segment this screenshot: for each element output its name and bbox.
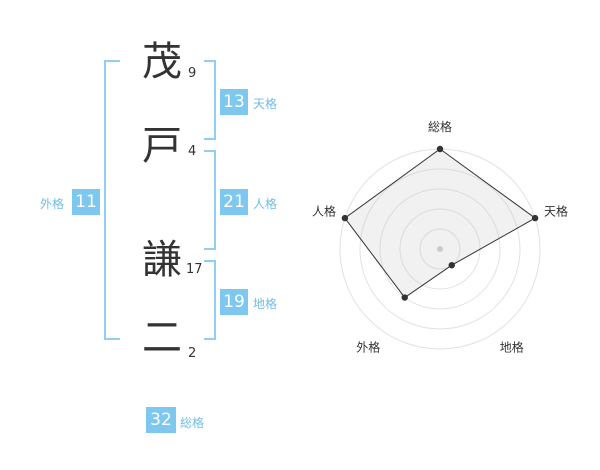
radar-axis-label-5: 人格 <box>312 203 336 218</box>
radar-axis-label-3: 地格 <box>500 340 524 355</box>
name-char-2: 戸 <box>142 123 182 169</box>
chikaku-bracket <box>204 260 216 340</box>
jinkaku-value: 21 <box>220 189 248 215</box>
chikaku-value: 19 <box>220 289 248 315</box>
radar-point-1 <box>436 145 444 153</box>
radar-point-5 <box>341 214 349 222</box>
stroke-count-3: 17 <box>186 262 203 277</box>
name-char-1: 茂 <box>142 39 182 85</box>
gaikaku-value: 11 <box>72 189 100 215</box>
radar-center-dot <box>437 246 443 252</box>
radar-axis-label-2: 天格 <box>544 203 568 218</box>
jinkaku-label: 人格 <box>253 197 278 211</box>
gaikaku-label: 外格 <box>40 197 65 211</box>
stroke-count-4: 2 <box>188 346 197 361</box>
radar-ring <box>359 168 521 330</box>
tenkaku-value: 13 <box>220 89 248 115</box>
tenkaku-label: 天格 <box>253 97 278 111</box>
tenkaku-bracket <box>204 60 216 140</box>
soukaku-label: 総格 <box>180 416 205 430</box>
radar-polygon <box>344 148 537 299</box>
stroke-count-1: 9 <box>188 66 197 81</box>
radar-ring <box>419 228 461 270</box>
radar-axis-label-1: 総格 <box>428 119 452 134</box>
gaikaku-bracket <box>104 60 120 340</box>
radar-points <box>341 145 539 301</box>
name-char-3: 謙 <box>142 237 182 283</box>
radar-axis-label-4: 外格 <box>356 340 380 355</box>
radar-ring <box>379 188 501 310</box>
chikaku-label: 地格 <box>253 297 278 311</box>
stroke-count-2: 4 <box>188 144 197 159</box>
radar-point-3 <box>448 261 455 269</box>
radar-point-4 <box>401 294 408 301</box>
radar-area <box>344 148 537 299</box>
name-char-4: 二 <box>142 315 182 361</box>
jinkaku-bracket <box>204 150 216 250</box>
soukaku-value: 32 <box>146 407 176 433</box>
radar-point-2 <box>531 214 539 222</box>
